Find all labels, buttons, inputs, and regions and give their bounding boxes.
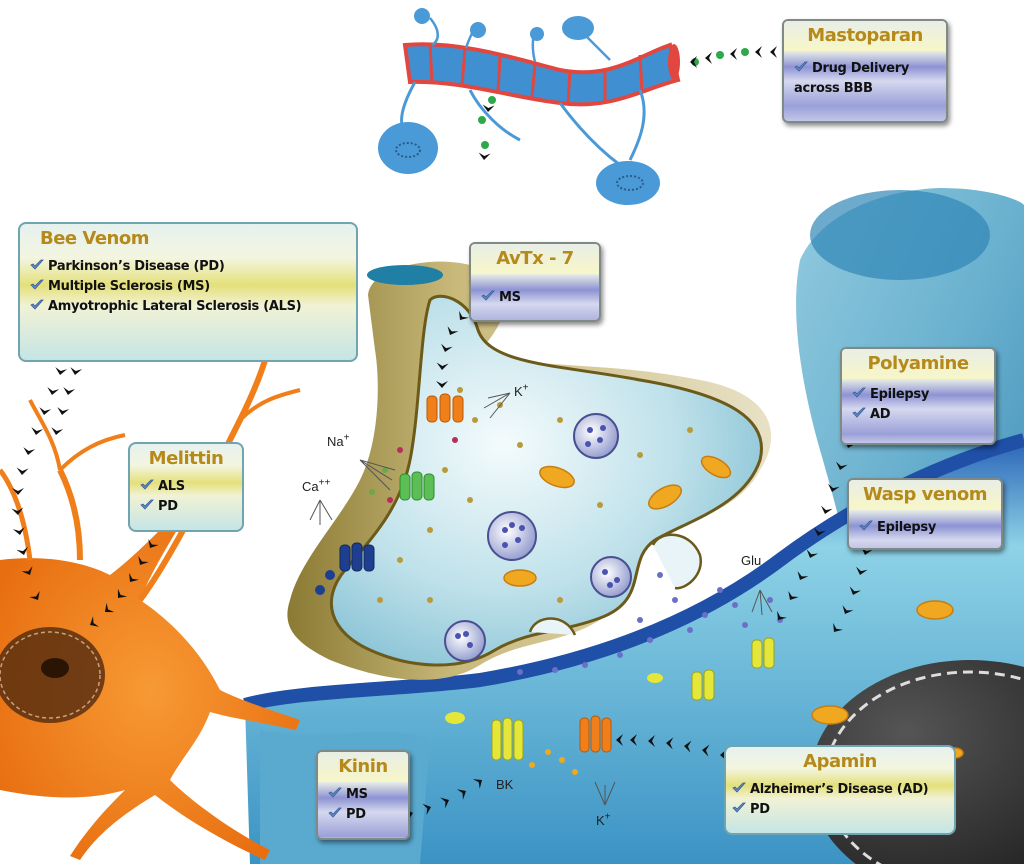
check-icon [794, 61, 808, 72]
check-icon [30, 279, 44, 290]
polyamine-title: Polyamine [842, 349, 994, 379]
bee-venom-item: Multiple Sclerosis (MS) [30, 277, 346, 297]
avtx7-item: MS [481, 288, 589, 308]
potassium-label-top: K+ [514, 383, 529, 400]
avtx7-box: AvTx - 7 MS [469, 242, 601, 322]
mastoparan-title: Mastoparan [784, 21, 946, 51]
bee-venom-box: Bee Venom Parkinson’s Disease (PD) Multi… [18, 222, 358, 362]
apamin-item: PD [732, 800, 944, 820]
kinin-item: MS [328, 785, 398, 805]
apamin-box: Apamin Alzheimer’s Disease (AD) PD [724, 745, 956, 835]
check-icon [140, 479, 154, 490]
check-icon [30, 259, 44, 270]
blood-vessel [378, 8, 749, 205]
ion-channels-postsynaptic [445, 637, 775, 775]
check-icon [481, 290, 495, 301]
check-icon [328, 807, 342, 818]
melittin-box: Melittin ALS PD [128, 442, 244, 532]
sodium-label: Na+ [327, 433, 350, 450]
mastoparan-item: Drug Delivery across BBB [794, 61, 910, 96]
bee-venom-item: Amyotrophic Lateral Sclerosis (ALS) [30, 297, 346, 317]
glutamate-label: Glu [741, 553, 762, 568]
wasp-venom-item: Epilepsy [859, 518, 991, 538]
wasp-venom-box: Wasp venom Epilepsy [847, 478, 1003, 550]
melittin-item: PD [140, 497, 232, 517]
ion-leader-lines [309, 392, 773, 806]
calcium-label: Ca++ [302, 478, 331, 495]
check-icon [328, 787, 342, 798]
check-icon [140, 499, 154, 510]
check-icon [852, 387, 866, 398]
mastoparan-box: Mastoparan Drug Delivery across BBB [782, 19, 948, 123]
kinin-title: Kinin [318, 752, 408, 782]
polyamine-item: AD [852, 405, 984, 425]
melittin-title: Melittin [148, 448, 224, 469]
polyamine-item: Epilepsy [852, 385, 984, 405]
apamin-title: Apamin [803, 751, 877, 772]
check-icon [852, 407, 866, 418]
melittin-item: ALS [140, 477, 232, 497]
avtx7-title: AvTx - 7 [471, 244, 599, 274]
bee-venom-title: Bee Venom [40, 228, 150, 249]
check-icon [732, 802, 746, 813]
apamin-item: Alzheimer’s Disease (AD) [732, 780, 944, 800]
wasp-venom-title: Wasp venom [849, 480, 1001, 510]
check-icon [30, 299, 44, 310]
kinin-box: Kinin MS PD [316, 750, 410, 840]
kinin-item: PD [328, 805, 398, 825]
presynaptic-terminal [287, 261, 783, 680]
check-icon [859, 520, 873, 531]
bk-channel-label: BK [496, 777, 514, 792]
check-icon [732, 782, 746, 793]
potassium-label-bottom: K+ [596, 812, 611, 829]
polyamine-box: Polyamine Epilepsy AD [840, 347, 996, 445]
bee-venom-item: Parkinson’s Disease (PD) [30, 257, 346, 277]
ion-channels-presynaptic [315, 393, 464, 595]
